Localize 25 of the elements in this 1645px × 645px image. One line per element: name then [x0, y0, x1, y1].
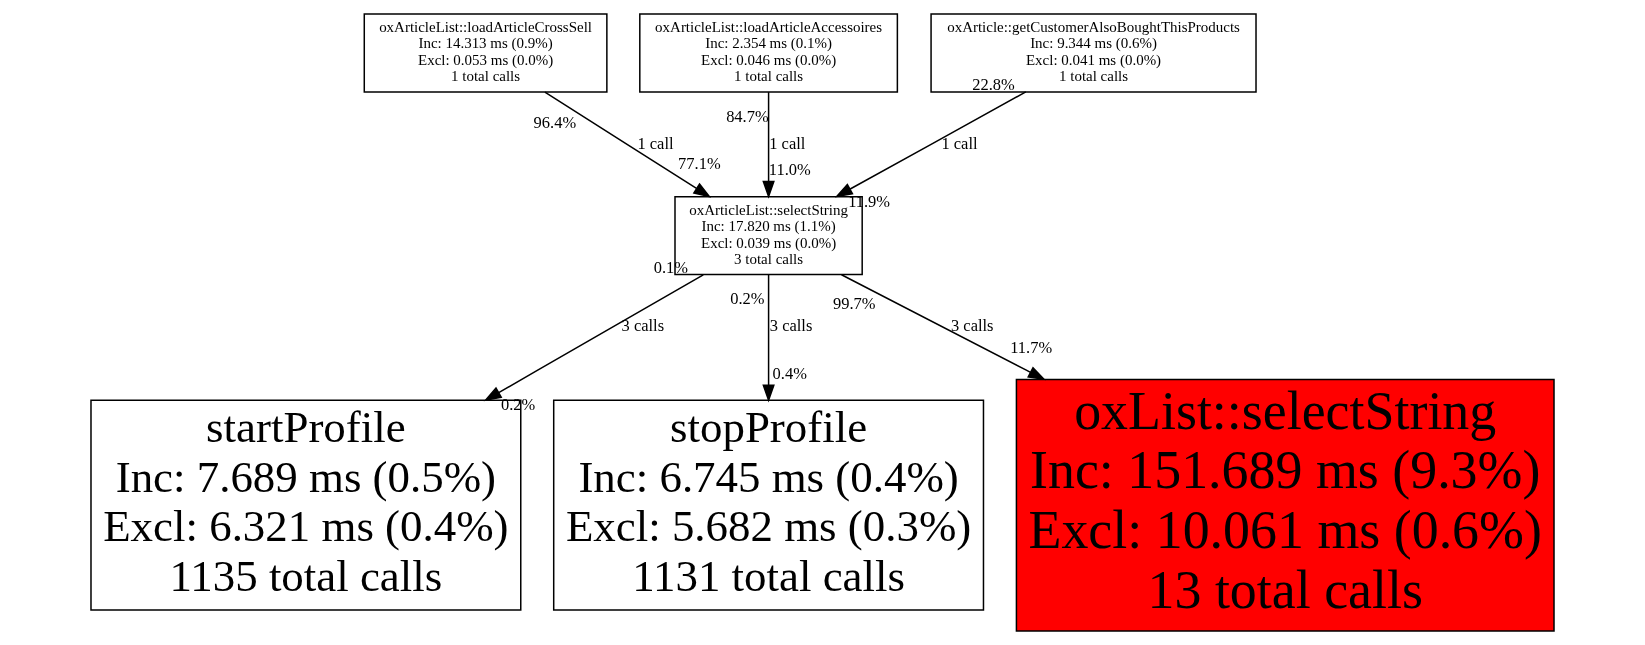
edge-label: 1 call: [637, 133, 674, 153]
arrow: [840, 274, 1046, 381]
edge-label: 3 calls: [621, 316, 665, 336]
node-box: oxList::selectString Inc: 151.689 ms (9.3%) Excl: 10.061 ms (0.6%) 13 total calls: [1015, 378, 1555, 632]
arrow: [483, 274, 704, 402]
arrow: [762, 274, 775, 403]
label: 0.4%: [772, 364, 807, 384]
edge-label: 1 call: [941, 133, 978, 153]
label: 0.2%: [730, 289, 765, 309]
label: 84.7%: [726, 106, 769, 126]
node-box: oxArticleList::loadArticleCrossSell Inc: 14.313 ms (0.9%) Excl: 0.053 ms (0.0%) 1 total calls: [363, 13, 608, 93]
edge-label: 1 call: [769, 133, 806, 153]
edge-label: 3 calls: [950, 316, 994, 336]
label: 99.7%: [832, 294, 876, 314]
label: 11.7%: [1010, 337, 1053, 357]
node-box: stopProfile Inc: 6.745 ms (0.4%) Excl: 5.682 ms (0.3%) 1131 total calls: [552, 399, 985, 611]
label: 77.1%: [678, 154, 721, 174]
arrow: [544, 91, 712, 198]
label: 11.0%: [768, 160, 811, 180]
label: 96.4%: [533, 112, 577, 132]
node-box: oxArticleList::loadArticleAccessoires Inc: 2.354 ms (0.1%) Excl: 0.046 ms (0.0%) 1 total calls: [639, 13, 899, 93]
label: 22.8%: [972, 74, 1015, 94]
edge-label: 3 calls: [769, 316, 813, 336]
arrow: [834, 91, 1027, 198]
arrow: [762, 91, 775, 199]
